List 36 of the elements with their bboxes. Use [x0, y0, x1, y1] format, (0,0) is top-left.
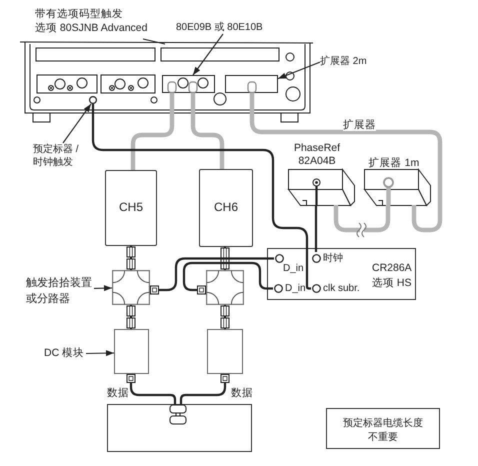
- note-text: 预定标器电缆长度不重要: [342, 417, 424, 445]
- channel-label: CH6: [214, 200, 238, 214]
- port-label: D_in: [283, 262, 304, 275]
- cable: [126, 305, 136, 329]
- device-label: 扩展器 1m: [368, 157, 420, 169]
- cable: [126, 246, 136, 270]
- edge-label: 数据: [107, 387, 129, 399]
- callout-label: 触发拾拾装置或分路器: [26, 276, 93, 307]
- cable: [180, 374, 230, 404]
- port-label: 时钟: [323, 252, 343, 265]
- callout-label: DC 模块: [44, 347, 84, 360]
- leader-arrow: [62, 104, 92, 144]
- cable: [150, 257, 274, 294]
- edge-label: 数据: [231, 387, 253, 399]
- callout-label: 80E09B 或 80E10B: [176, 21, 263, 34]
- cable: [220, 305, 230, 329]
- callout-label: 扩展器 2m: [320, 55, 367, 68]
- heading-text: 选项 80SJNB Advanced: [35, 22, 148, 35]
- device-label: CR286A 选项 HS: [372, 261, 413, 291]
- leader-arrow: [86, 350, 114, 356]
- leader-arrow: [94, 285, 112, 292]
- cable: [126, 374, 176, 404]
- cable: [314, 205, 318, 252]
- port-label: D_in: [285, 282, 306, 295]
- leader-arrow: [278, 62, 320, 80]
- heading-text: 带有选项码型触发: [35, 8, 123, 21]
- channel-label: CH5: [118, 200, 143, 214]
- edge-label: 扩展器: [343, 119, 376, 131]
- cable: [220, 247, 230, 270]
- device-label: PhaseRef 82A04B: [292, 142, 342, 168]
- port-label: clk subr.: [323, 282, 360, 295]
- cable: [334, 205, 390, 232]
- leader-arrow: [192, 34, 224, 76]
- cable: [130, 93, 174, 170]
- cable: [190, 93, 224, 169]
- callout-label: 预定标器 /时钟触发: [33, 143, 80, 169]
